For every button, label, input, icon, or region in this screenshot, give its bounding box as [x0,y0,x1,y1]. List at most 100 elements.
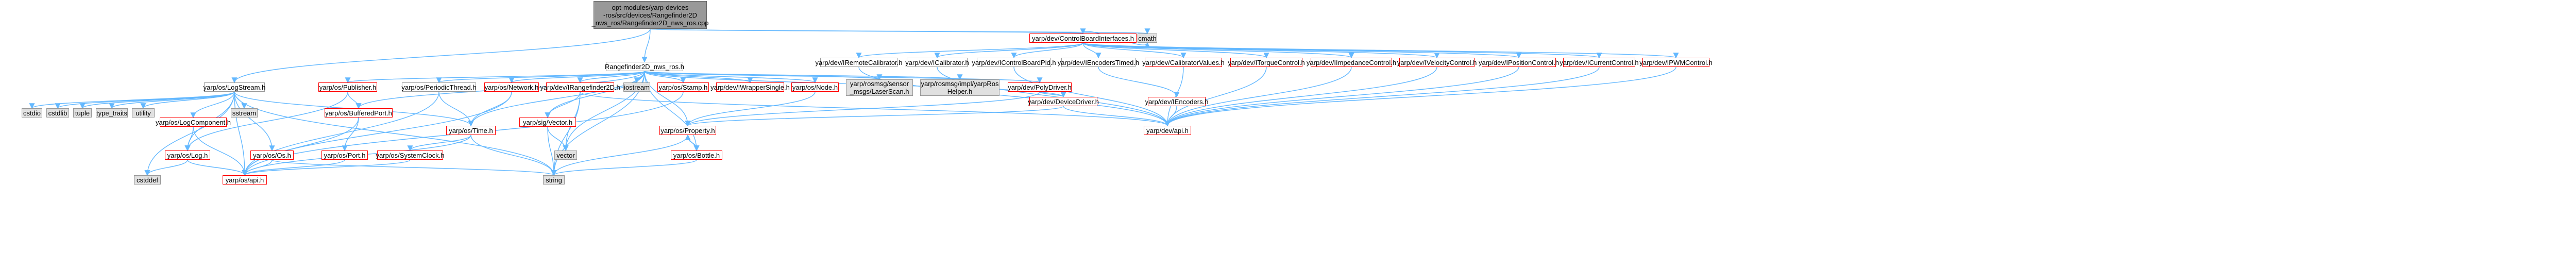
edge-network-to-time [468,91,512,127]
edge-logstream-to-tuple [79,91,235,109]
node-periodic-thread[interactable]: yarp/os/PeriodicThread.h [401,82,477,92]
node-velocity-control[interactable]: yarp/dev/IVelocityControl.h [1397,58,1477,67]
laserscan-line-1: yarp/rosmsg/sensor [850,80,909,88]
edge-rangefinder-to-publisher [345,71,645,83]
edge-controlboard-to-impedance [1082,42,1354,59]
node-calibrator-values[interactable]: yarp/dev/CalibratorValues.h [1142,58,1225,67]
edge-systemclock-to-api_os [242,159,411,176]
edge-rangefinder-to-node [644,71,818,83]
edge-irangefinder-to-api_dev [580,91,1171,127]
root-line-3: _nws_ros/Rangefinder2D_nws_ros.cpp [591,19,709,27]
edge-root-to-logstream [231,28,651,83]
edge-rangefinder-to-property [644,71,691,127]
edge-log-to-api_os [187,159,248,176]
node-iostream[interactable]: iostream [623,82,650,92]
node-dev-api[interactable]: yarp/dev/api.h [1144,126,1191,135]
node-vector[interactable]: vector [554,150,577,160]
edge-node-to-property [685,91,816,127]
edge-root-to-rangefinder [641,28,651,63]
node-torque-control[interactable]: yarp/dev/ITorqueControl.h [1228,58,1305,67]
edge-root-to-cmath [650,28,1149,35]
node-cmath[interactable]: cmath [1138,34,1157,43]
node-sstream[interactable]: sstream [231,108,258,118]
node-remote-calibrator[interactable]: yarp/dev/IRemoteCalibrator.h [815,58,903,67]
node-rangefinder-header[interactable]: Rangefinder2D_nws_ros.h [605,62,684,71]
edge-periodic-to-time [438,91,474,127]
edge-logcomponent-to-api_os [193,126,248,176]
node-cstdio[interactable]: cstdio [22,108,42,118]
node-log[interactable]: yarp/os/Log.h [165,150,210,160]
node-logstream[interactable]: yarp/os/LogStream.h [203,82,266,92]
node-os-api[interactable]: yarp/os/api.h [223,175,267,185]
node-irangefinder2d[interactable]: yarp/dev/IRangefinder2D.h [540,82,620,92]
edge-vector_h-to-string [547,126,557,176]
edge-time-to-systemclock [407,135,471,152]
edge-periodic-to-api_os [242,91,439,176]
node-controlboard-interfaces[interactable]: yarp/dev/ControlBoardInterfaces.h [1029,34,1137,43]
node-laserscan-msg[interactable]: yarp/rosmsg/sensor _msgs/LaserScan.h [846,79,913,96]
node-time[interactable]: yarp/os/Time.h [446,126,496,135]
node-encoders-timed[interactable]: yarp/dev/IEncodersTimed.h [1057,58,1140,67]
node-publisher[interactable]: yarp/os/Publisher.h [318,82,377,92]
node-bottle[interactable]: yarp/os/Bottle.h [671,150,722,160]
root-file-node[interactable]: opt-modules/yarp-devices -ros/src/device… [591,1,709,29]
node-network[interactable]: yarp/os/Network.h [484,82,539,92]
node-cstddef[interactable]: cstddef [134,175,161,185]
node-iwrapper-single[interactable]: yarp/dev/IWrapperSingle.h [710,82,790,92]
edge-logstream-to-cstdio [29,91,235,109]
edge-devicedriver-to-property [685,106,1064,127]
node-sig-vector[interactable]: yarp/sig/Vector.h [519,118,576,127]
edge-irangefinder-to-vector_h [545,91,581,119]
node-tuple[interactable]: tuple [73,108,92,118]
edge-rangefinder-to-polydriver [644,71,1042,83]
edge-logstream-to-typetraits [109,91,235,109]
node-string[interactable]: string [543,175,565,185]
edge-pwm-to-api_dev [1164,66,1676,127]
node-current-control[interactable]: yarp/dev/ICurrentControl.h [1560,58,1639,67]
node-calibrator[interactable]: yarp/dev/ICalibrator.h [905,58,969,67]
edge-logstream-to-api_os [234,91,248,176]
edge-port-to-api_os [242,159,345,176]
node-yarpros-helper[interactable]: yarp/rosmsg/impl/yarpRos Helper.h [920,79,999,96]
edge-remotecal-to-api_dev [858,66,1171,127]
edge-rangefinder-to-stamp [644,71,686,83]
edge-rangefinder-to-irangefinder [577,71,645,83]
node-iencoders[interactable]: yarp/dev/IEncoders.h [1145,97,1209,106]
edge-calibvalues-to-api_dev [1164,66,1184,127]
root-line-2: -ros/src/devices/Rangefinder2D [603,11,698,19]
node-polydriver[interactable]: yarp/dev/PolyDriver.h [1008,82,1072,92]
node-device-driver[interactable]: yarp/dev/DeviceDriver.h [1028,97,1099,106]
laserscan-line-2: _msgs/LaserScan.h [850,88,909,95]
edge-enctimed-to-iencoders [1098,66,1180,98]
edge-rangefinder-to-periodic [436,71,645,83]
node-port[interactable]: yarp/os/Port.h [321,150,368,160]
edge-log-to-cstddef [144,159,188,176]
ysmhelper-line-2: Helper.h [947,88,973,95]
node-pwm-control[interactable]: yarp/dev/IPWMControl.h [1639,58,1713,67]
node-controlboard-pid[interactable]: yarp/dev/IControlBoardPid.h [972,58,1056,67]
edge-rangefinder-to-ysmhelper [644,71,962,80]
edge-polydriver-to-property [685,91,1040,127]
node-system-clock[interactable]: yarp/os/SystemClock.h [376,150,445,160]
node-cstdlib[interactable]: cstdlib [46,108,69,118]
edge-position-to-api_dev [1164,66,1519,127]
edge-calibrator-to-api_dev [937,66,1171,127]
node-utility[interactable]: utility [132,108,155,118]
edge-rangefinder-to-network [509,71,645,83]
edge-vector_h-to-vector [547,126,569,152]
node-impedance-control[interactable]: yarp/dev/IImpedanceControl.h [1306,58,1397,67]
edge-devicedriver-to-api_dev [1063,106,1171,127]
edge-time-to-string [470,135,557,176]
node-type-traits[interactable]: type_traits [96,108,128,118]
edge-property-to-string [551,135,688,176]
node-log-component[interactable]: yarp/os/LogComponent.h [156,118,231,127]
node-ros-node[interactable]: yarp/os/Node.h [791,82,839,92]
node-buffered-port[interactable]: yarp/os/BufferedPort.h [325,108,393,118]
edge-logcomponent-to-log [184,126,194,152]
node-position-control[interactable]: yarp/dev/IPositionControl.h [1478,58,1560,67]
root-line-1: opt-modules/yarp-devices [612,3,689,11]
node-os[interactable]: yarp/os/Os.h [250,150,294,160]
node-stamp[interactable]: yarp/os/Stamp.h [657,82,709,92]
node-property[interactable]: yarp/os/Property.h [659,126,716,135]
